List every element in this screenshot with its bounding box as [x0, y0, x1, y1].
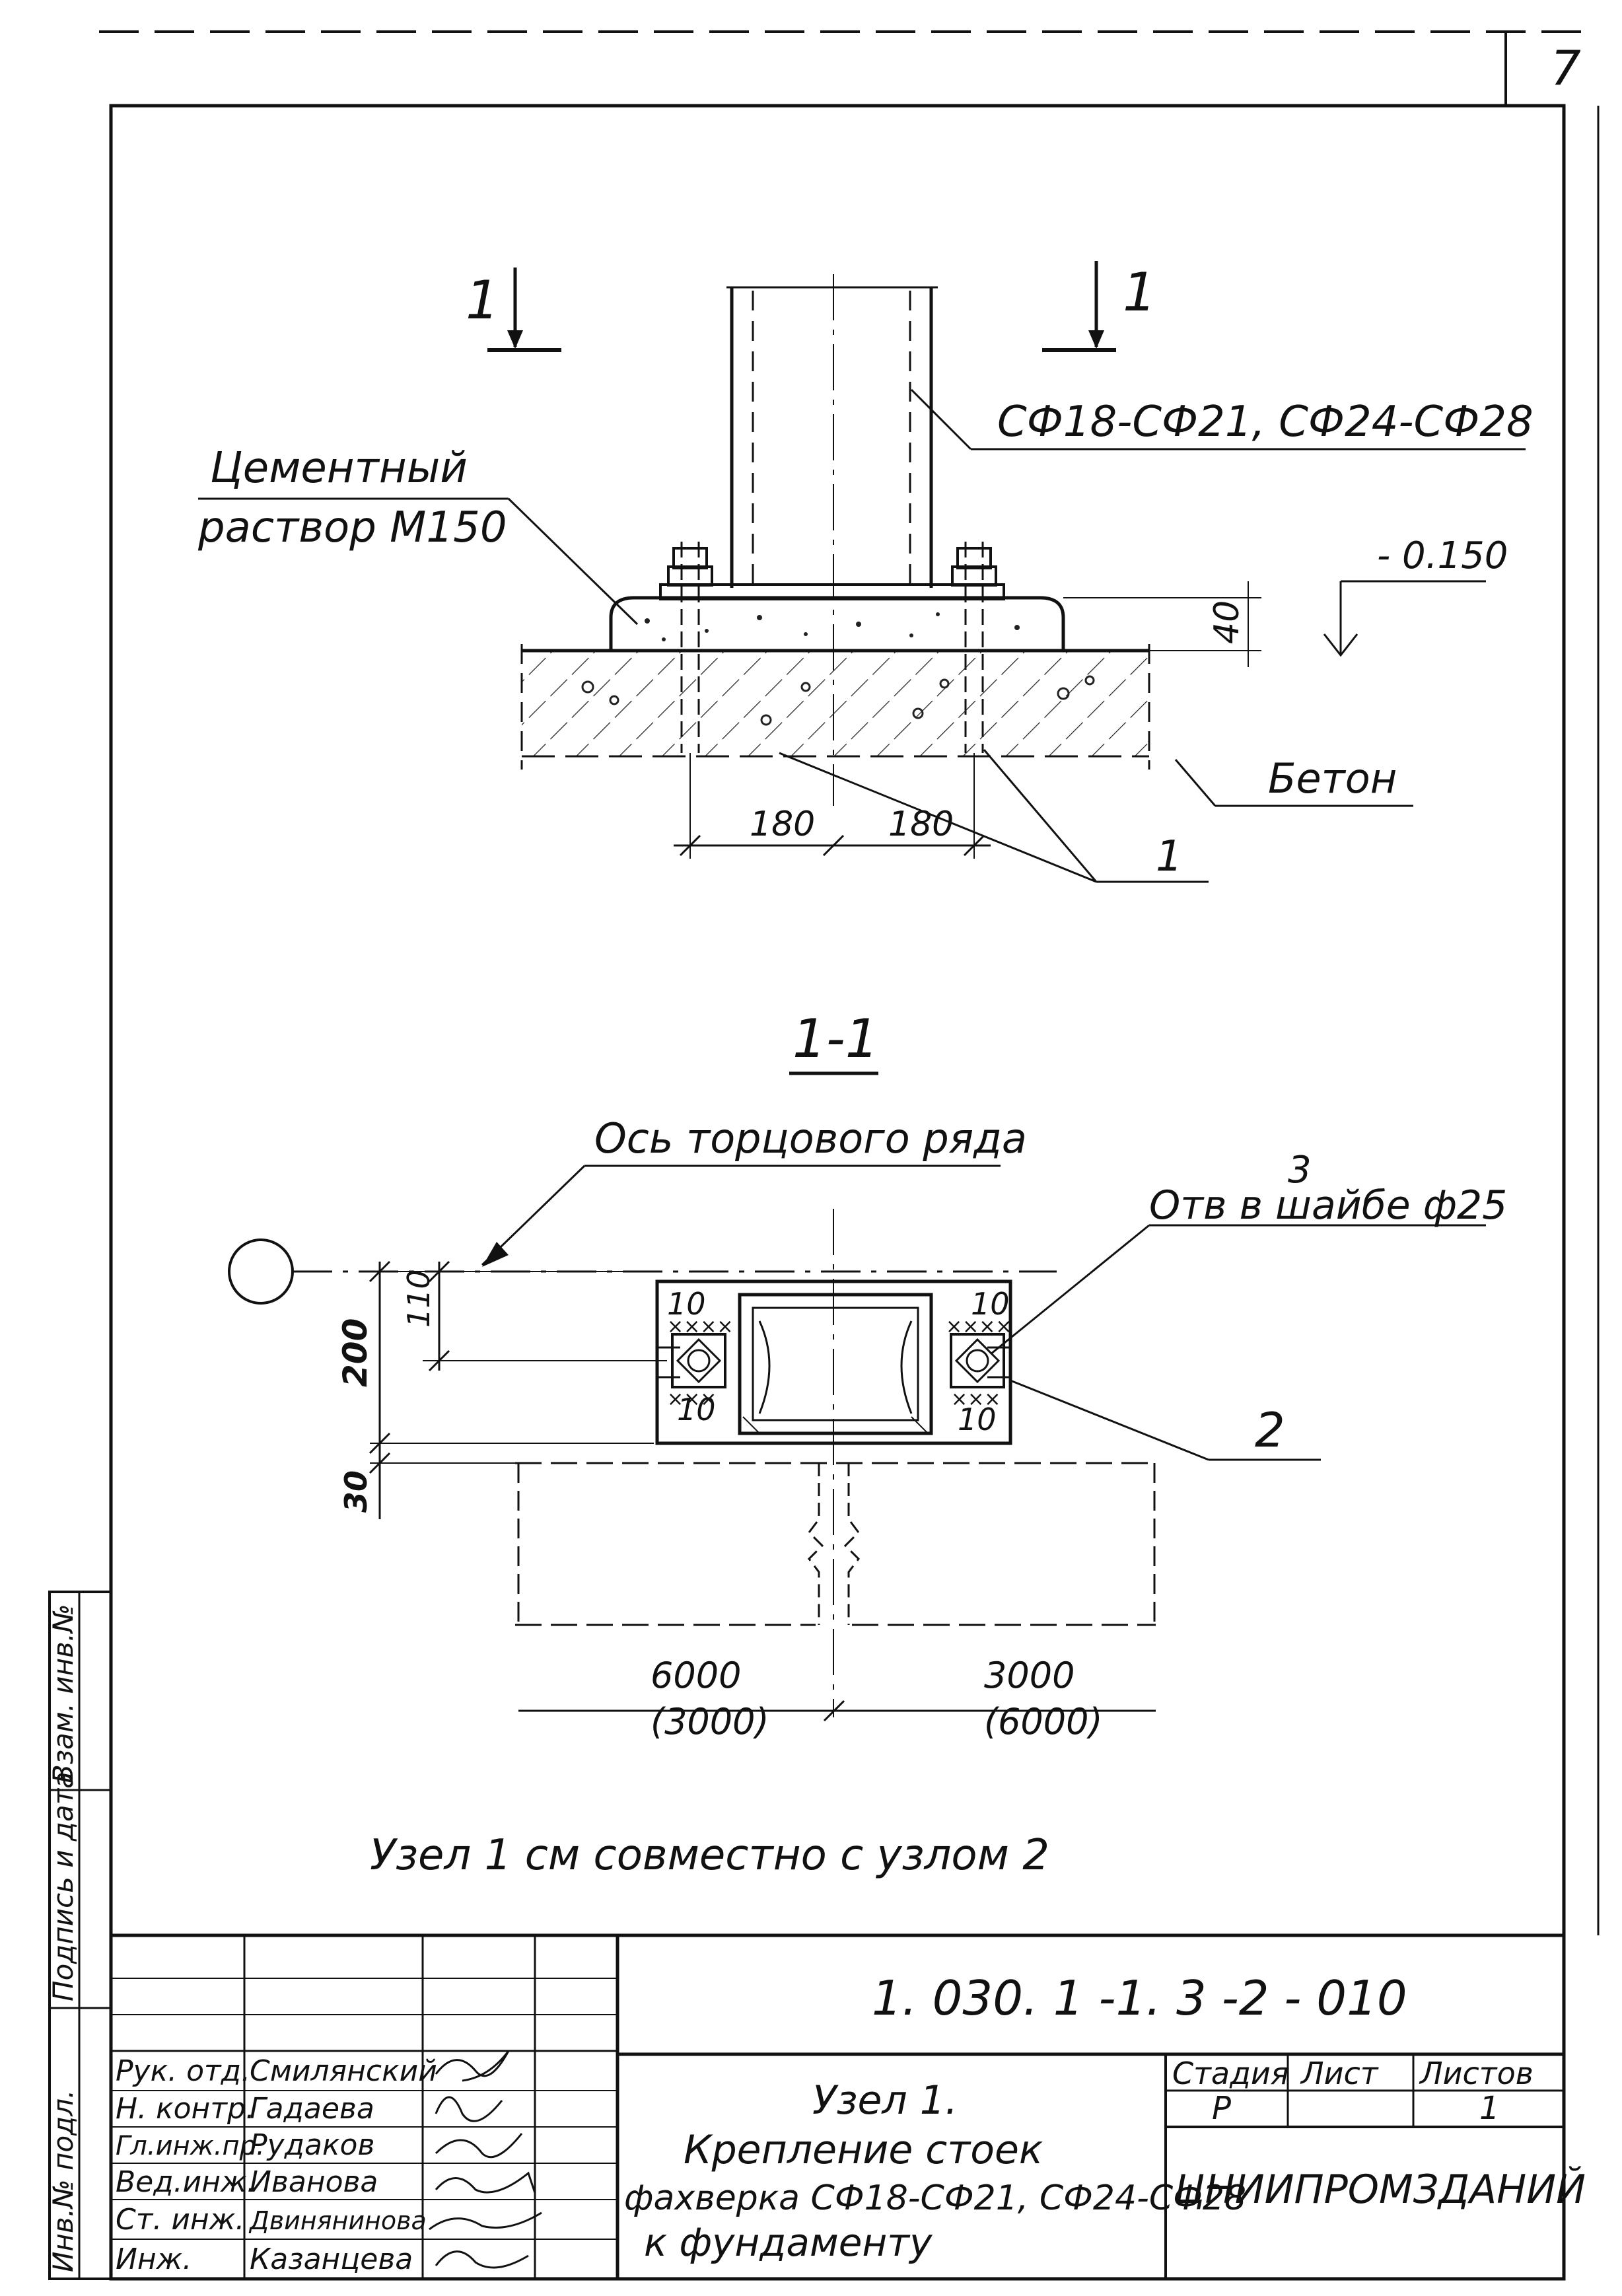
- svg-text:3000: 3000: [984, 1655, 1075, 1696]
- weld-bottom-right: 10: [958, 1402, 997, 1437]
- svg-text:30: 30: [338, 1470, 374, 1513]
- name-3: Иванова: [250, 2165, 378, 2199]
- svg-text:110: 110: [401, 1270, 437, 1328]
- name-2: Рудаков: [250, 2128, 374, 2162]
- weld-top-left: 10: [667, 1286, 706, 1322]
- concrete-label: Бетон: [1268, 754, 1397, 803]
- mortar-bed: [609, 596, 1065, 651]
- concrete-foundation: [522, 651, 1149, 756]
- sheet-header: Лист: [1300, 2056, 1379, 2091]
- role-0: Рук. отд.: [116, 2054, 250, 2088]
- bolt-spacing-dimension: 180 180: [674, 753, 991, 859]
- svg-text:1: 1: [466, 269, 499, 331]
- svg-text:1: 1: [1123, 262, 1156, 323]
- section-vertical-dimensions: 200 110 30: [336, 1260, 667, 1519]
- role-2: Гл.инж.пр.: [116, 2131, 265, 2161]
- sheets-header: Листов: [1419, 2056, 1534, 2091]
- mortar-label-line1: Цементный: [210, 444, 468, 493]
- name-4: Двинянинова: [248, 2206, 427, 2235]
- svg-text:Инв.№ подл.: Инв.№ подл.: [47, 2090, 79, 2272]
- callout-1: 1: [1156, 832, 1183, 881]
- svg-text:(3000): (3000): [651, 1701, 769, 1742]
- svg-text:×××: ×××: [667, 1388, 717, 1411]
- section-marker-right: 1: [1042, 261, 1156, 352]
- hole-callout-number: 3: [1288, 1149, 1312, 1192]
- sheet-header: 7: [99, 30, 1592, 104]
- title-line-4: к фундаменту: [644, 2220, 933, 2265]
- side-stamp: Взам. инв.№ Подпись и дата Инв.№ подл.: [47, 1591, 112, 2280]
- role-4: Ст. инж.: [116, 2203, 244, 2237]
- mortar-thickness-dimension: 40: [1063, 581, 1261, 667]
- callout-2: 2: [1255, 1402, 1285, 1458]
- washer-right: ×××× ×××: [946, 1315, 1012, 1411]
- level-mark: - 0.150: [1323, 534, 1508, 657]
- role-1: Н. контр.: [116, 2092, 255, 2126]
- svg-text:6000: 6000: [651, 1655, 741, 1696]
- svg-text:××××: ××××: [946, 1315, 1012, 1338]
- elevation-view: 1 1: [197, 261, 1534, 883]
- section-marker-left: 1: [466, 268, 561, 352]
- hole-callout-text: Отв в шайбе ф25: [1149, 1182, 1507, 1229]
- stage-header: Стадия: [1172, 2056, 1288, 2091]
- svg-text:×××: ×××: [951, 1388, 1001, 1411]
- axis-bubble: [228, 1238, 294, 1305]
- column-tube-section: [738, 1293, 933, 1435]
- foundation-plan: [515, 1462, 1156, 1626]
- drawing-frame: [109, 104, 1566, 2281]
- svg-text:- 0.150: - 0.150: [1377, 534, 1508, 577]
- section-view: 1-1 Ось торцового ряда ×××× ×××: [228, 1008, 1507, 1880]
- axis-label: Ось торцового ряда: [594, 1114, 1027, 1163]
- column-label: СФ18-СФ21, СФ24-СФ28: [997, 398, 1534, 447]
- title-block: Рук. отд. Н. контр. Гл.инж.пр. Вед.инж. …: [111, 1933, 1586, 2279]
- svg-text:(6000): (6000): [984, 1701, 1103, 1742]
- base-plate-plan: [655, 1279, 1012, 1445]
- name-0: Смилянский: [250, 2054, 437, 2088]
- sheets-value: 1: [1479, 2090, 1500, 2127]
- section-title: 1-1: [793, 1008, 879, 1069]
- span-dimensions: 6000 (3000) 3000 (6000): [518, 1655, 1156, 1742]
- document-code: 1. 030. 1 -1. 3 -2 - 010: [872, 1970, 1407, 2026]
- name-1: Гадаева: [250, 2092, 374, 2126]
- mortar-label-line2: раствор М150: [197, 503, 507, 552]
- role-3: Вед.инж.: [116, 2165, 256, 2199]
- svg-text:Подпись и дата: Подпись и дата: [47, 1772, 79, 2001]
- title-line-2: Крепление стоек: [684, 2127, 1043, 2173]
- aggregate-marks: [581, 675, 1095, 726]
- weld-bottom-left: 10: [677, 1392, 716, 1427]
- signatures: [429, 2050, 542, 2269]
- anchor-bolt-right: [951, 542, 997, 753]
- page-number: 7: [1551, 40, 1581, 96]
- weld-top-right: 10: [971, 1286, 1010, 1322]
- stage-value: Р: [1212, 2090, 1231, 2127]
- svg-text:200: 200: [336, 1318, 374, 1387]
- mortar-specks: [645, 612, 1020, 641]
- svg-text:Взам. инв.№: Взам. инв.№: [47, 1604, 79, 1783]
- note-text: Узел 1 см совместно с узлом 2: [370, 1831, 1049, 1880]
- name-5: Казанцева: [250, 2242, 413, 2276]
- organization: ЦНИИПРОМЗДАНИЙ: [1174, 2166, 1586, 2213]
- svg-text:××××: ××××: [667, 1315, 734, 1338]
- svg-text:40: 40: [1207, 600, 1247, 644]
- svg-text:180: 180: [750, 805, 815, 844]
- anchor-bolt-left: [667, 542, 713, 753]
- title-line-1: Узел 1.: [812, 2077, 958, 2124]
- role-5: Инж.: [116, 2242, 192, 2276]
- title-line-3: фахверка СФ18-СФ21, СФ24-СФ28: [624, 2178, 1246, 2218]
- washer-left: ×××× ×××: [667, 1315, 734, 1411]
